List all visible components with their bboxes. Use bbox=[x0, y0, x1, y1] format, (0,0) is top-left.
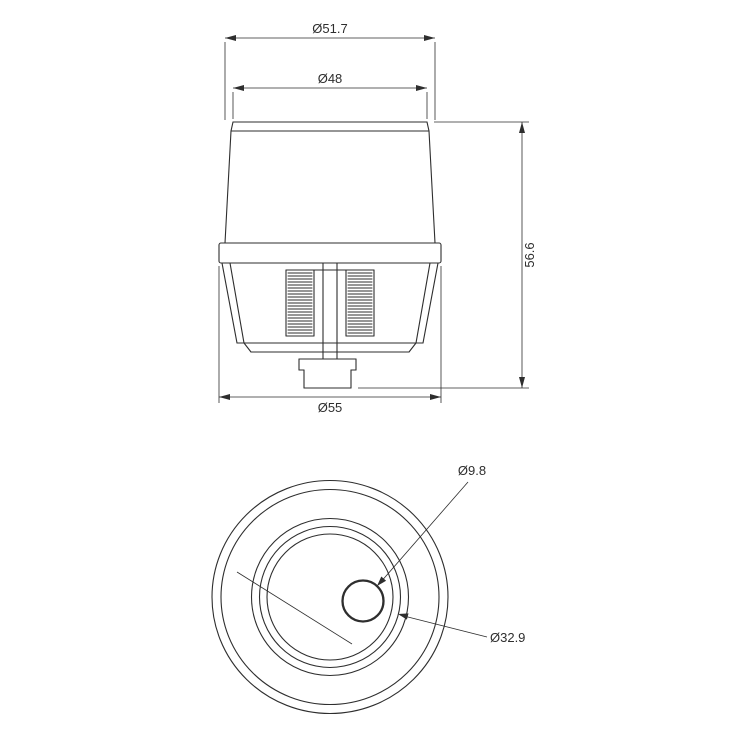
arrow-up-icon bbox=[519, 122, 525, 133]
spring-right-coils bbox=[347, 272, 373, 334]
dim-hole-diameter: Ø9.8 bbox=[377, 463, 486, 586]
dim-inner-diameter: Ø48 bbox=[232, 71, 428, 119]
dim-label-hole: Ø9.8 bbox=[458, 463, 486, 478]
arrow-right-icon bbox=[424, 35, 435, 41]
front-view bbox=[218, 121, 442, 389]
bottom-stem bbox=[298, 358, 357, 389]
arrow-left-icon bbox=[225, 35, 236, 41]
top-cap bbox=[230, 121, 430, 132]
flange bbox=[218, 242, 442, 264]
concentric-circles bbox=[211, 479, 449, 715]
spring-left-coils bbox=[287, 272, 313, 334]
bottom-dimensions: Ø9.8 Ø32.9 bbox=[236, 463, 525, 645]
spring-left bbox=[285, 269, 315, 337]
dim-label-flange: Ø55 bbox=[318, 400, 343, 415]
arrow-left-icon bbox=[233, 85, 244, 91]
hole-centerline bbox=[236, 571, 353, 645]
dim-label-ring: Ø32.9 bbox=[490, 630, 525, 645]
dim-height: 56.6 bbox=[358, 121, 537, 389]
arrow-right-icon bbox=[416, 85, 427, 91]
leader-arrow-icon bbox=[398, 613, 409, 620]
dim-label-inner: Ø48 bbox=[318, 71, 343, 86]
dim-outer-diameter: Ø51.7 bbox=[224, 21, 436, 120]
lower-skirt bbox=[221, 262, 439, 353]
arrow-left-icon bbox=[219, 394, 230, 400]
dim-ring-diameter: Ø32.9 bbox=[398, 613, 525, 645]
dim-label-height: 56.6 bbox=[522, 242, 537, 267]
arrow-right-icon bbox=[430, 394, 441, 400]
center-slot bbox=[285, 262, 375, 360]
hole-circle bbox=[341, 579, 385, 623]
dim-label-outer: Ø51.7 bbox=[312, 21, 347, 36]
spring-right bbox=[345, 269, 375, 337]
arrow-down-icon bbox=[519, 377, 525, 388]
dim-flange-diameter: Ø55 bbox=[218, 266, 442, 415]
front-dimensions: Ø51.7 Ø48 56.6 Ø55 bbox=[218, 21, 537, 415]
leader-arrow-icon bbox=[377, 576, 387, 586]
upper-body bbox=[224, 130, 436, 244]
bottom-view bbox=[211, 479, 449, 715]
